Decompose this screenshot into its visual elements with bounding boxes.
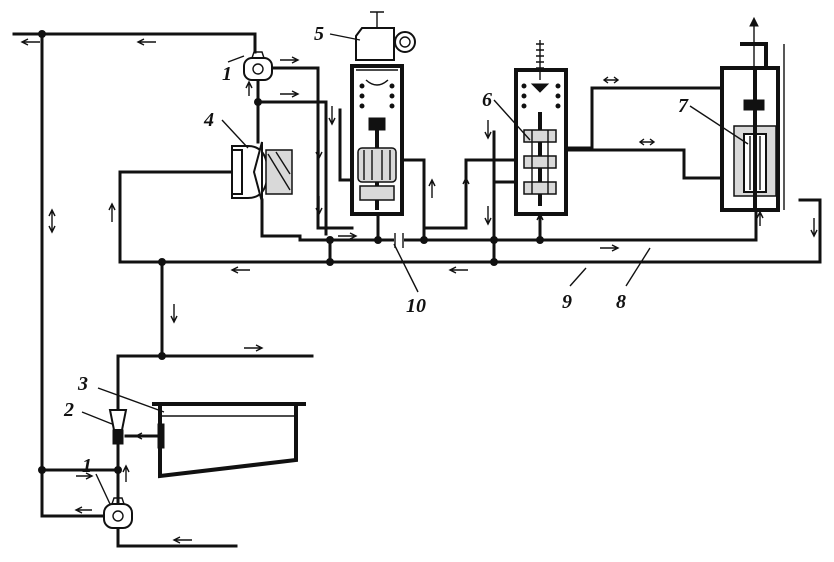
pipe-branch-right bbox=[256, 100, 328, 236]
main-servomotor bbox=[350, 11, 416, 216]
turbine-regulator bbox=[231, 141, 293, 203]
label-tank: 3 bbox=[77, 373, 88, 395]
leader-lines bbox=[81, 33, 749, 505]
pipe-injector-feed bbox=[116, 354, 164, 412]
valve-servomotor bbox=[720, 16, 785, 212]
pipe-top-outlet bbox=[12, 32, 257, 54]
pipe-pump1-out bbox=[270, 66, 354, 230]
flow-arrows bbox=[20, 38, 818, 544]
label-orifice: 10 bbox=[406, 295, 426, 317]
pipe-bottom-loop bbox=[40, 468, 120, 518]
pump-top bbox=[243, 51, 273, 81]
label-pump-bottom: 1 bbox=[82, 455, 92, 477]
pipe-valve6-to-7b bbox=[564, 148, 724, 180]
pump-bottom bbox=[103, 497, 133, 529]
label-line-8: 8 bbox=[616, 291, 626, 313]
label-slide-valve: 6 bbox=[482, 89, 492, 111]
slide-valve bbox=[514, 40, 568, 216]
label-pump-top: 1 bbox=[222, 63, 232, 85]
injector bbox=[108, 409, 128, 445]
label-line-9: 9 bbox=[562, 291, 572, 313]
label-injector: 2 bbox=[63, 399, 74, 421]
pipe-reg-down bbox=[260, 198, 302, 242]
pipe-down-to-injector bbox=[160, 260, 314, 358]
tank bbox=[152, 402, 306, 479]
pipe-line-8 bbox=[298, 208, 758, 242]
junction-dots bbox=[38, 30, 544, 474]
pipe-to-valve6 bbox=[422, 158, 518, 230]
pipe-reg-left bbox=[118, 170, 234, 264]
pipe-servo5-left bbox=[338, 108, 354, 182]
pipe-servo5-right bbox=[400, 158, 426, 242]
label-valve-servomotor: 7 bbox=[678, 95, 689, 117]
pipe-main-return bbox=[118, 198, 822, 264]
pipe-bottom-inlet bbox=[116, 526, 238, 548]
pipe-valve6-to-7a bbox=[564, 86, 724, 150]
label-turbine-regulator: 4 bbox=[203, 109, 214, 131]
label-main-servomotor: 5 bbox=[314, 23, 324, 45]
